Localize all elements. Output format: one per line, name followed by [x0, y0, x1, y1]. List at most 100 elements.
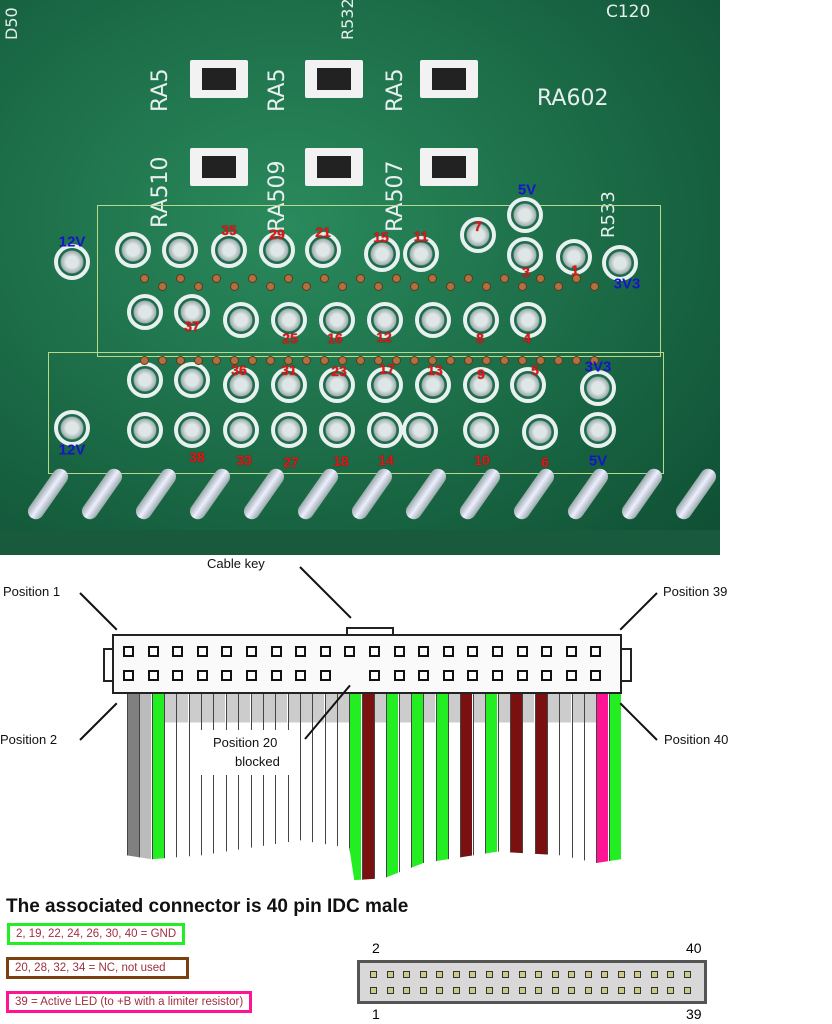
connector-pin-hole	[319, 646, 331, 657]
connector-pin	[78, 465, 126, 523]
connector-heading: The associated connector is 40 pin IDC m…	[6, 896, 409, 917]
voltage-label: 5V	[517, 181, 537, 199]
connector-pin-hole	[221, 670, 233, 681]
ribbon-wire	[485, 692, 498, 881]
via	[212, 356, 221, 365]
header-pad	[522, 414, 558, 450]
connector-pin-hole	[442, 670, 454, 681]
connector-pin-hole	[295, 670, 307, 681]
pin-number-label: 16	[327, 330, 343, 346]
pin-number-label: 17	[379, 361, 395, 377]
connector-pin	[618, 465, 666, 523]
position-20-label-2: blocked	[235, 754, 280, 769]
position-40-label: Position 40	[664, 732, 729, 747]
silk-label: R532	[338, 0, 357, 40]
via	[194, 282, 203, 291]
via	[230, 282, 239, 291]
header-pad	[367, 412, 403, 448]
ribbon-wire	[287, 692, 300, 881]
idc-pin	[683, 987, 691, 994]
cable-key	[346, 627, 394, 637]
position-1-label: Position 1	[3, 584, 61, 599]
resistor-array	[190, 60, 248, 98]
idc-pin	[617, 971, 625, 978]
via	[464, 274, 473, 283]
idc-pin	[485, 971, 493, 978]
connector-pin-hole	[565, 670, 577, 681]
via	[482, 356, 491, 365]
voltage-label: 12V	[58, 233, 86, 251]
ribbon-wire	[188, 692, 201, 881]
header-pad	[510, 367, 546, 403]
connector-pin-hole	[295, 646, 307, 657]
ribbon-wire	[262, 692, 275, 881]
idc-pin	[584, 987, 592, 994]
ribbon-wire	[336, 692, 349, 881]
connector-pin-hole	[442, 646, 454, 657]
connector-pin	[132, 465, 180, 523]
connector-pin-hole	[467, 646, 479, 657]
connector-pin-hole	[270, 670, 282, 681]
idc-pin	[617, 987, 625, 994]
idc-pin	[518, 971, 526, 978]
via	[446, 282, 455, 291]
pin-number-label: 35	[221, 222, 237, 238]
connector-pin	[402, 465, 450, 523]
via	[338, 282, 347, 291]
connector-pin-hole	[246, 670, 257, 681]
pin-number-label: 12	[376, 329, 392, 345]
ribbon-wire	[225, 692, 238, 881]
via	[374, 356, 383, 365]
via	[518, 356, 527, 365]
resistor-array	[305, 148, 363, 186]
header-pad	[463, 302, 499, 338]
idc-pin	[436, 987, 443, 994]
connector-pin	[672, 465, 720, 523]
idc-pin	[419, 987, 427, 994]
header-pad	[580, 370, 616, 406]
idc-pin-40-label: 40	[686, 940, 702, 956]
header-pad	[271, 412, 307, 448]
via	[266, 282, 275, 291]
idc-pin	[634, 987, 641, 994]
via	[572, 274, 581, 283]
idc-pin	[601, 987, 608, 994]
via	[374, 282, 383, 291]
header-pad	[259, 232, 295, 268]
pin-number-label: 13	[427, 362, 443, 378]
idc-pin	[518, 987, 526, 994]
connector-pin-hole	[565, 646, 577, 657]
ribbon-wire	[423, 692, 436, 881]
connector-pin-hole	[270, 646, 282, 657]
idc-pin	[370, 971, 377, 978]
connector-pin-hole	[541, 670, 553, 681]
via	[158, 356, 167, 365]
connector-pin-hole	[147, 646, 159, 657]
connector-pin-hole	[492, 670, 503, 681]
header-pad	[463, 412, 499, 448]
pin-number-label: 11	[413, 228, 429, 244]
header-pad	[367, 367, 403, 403]
via	[320, 274, 329, 283]
ribbon-wire	[201, 692, 214, 881]
ribbon-wire	[460, 692, 473, 881]
via	[590, 282, 599, 291]
header-pad	[415, 367, 451, 403]
connector-pin-hole	[393, 646, 405, 657]
label-background	[200, 730, 300, 775]
idc-pin	[502, 971, 509, 978]
pin-number-label: 25	[282, 330, 298, 346]
header-pad	[319, 302, 355, 338]
header-pad	[580, 412, 616, 448]
connector-pin-hole	[369, 646, 380, 657]
header-pad	[402, 412, 438, 448]
ribbon-wire	[213, 692, 226, 881]
ribbon-wire	[164, 692, 177, 881]
header-pad	[174, 362, 210, 398]
header-pad	[223, 302, 259, 338]
ribbon-wire	[435, 692, 448, 881]
via	[500, 356, 509, 365]
ribbon-wire	[361, 692, 374, 881]
header-pad	[162, 232, 198, 268]
pin-number-label: 10	[474, 452, 490, 468]
